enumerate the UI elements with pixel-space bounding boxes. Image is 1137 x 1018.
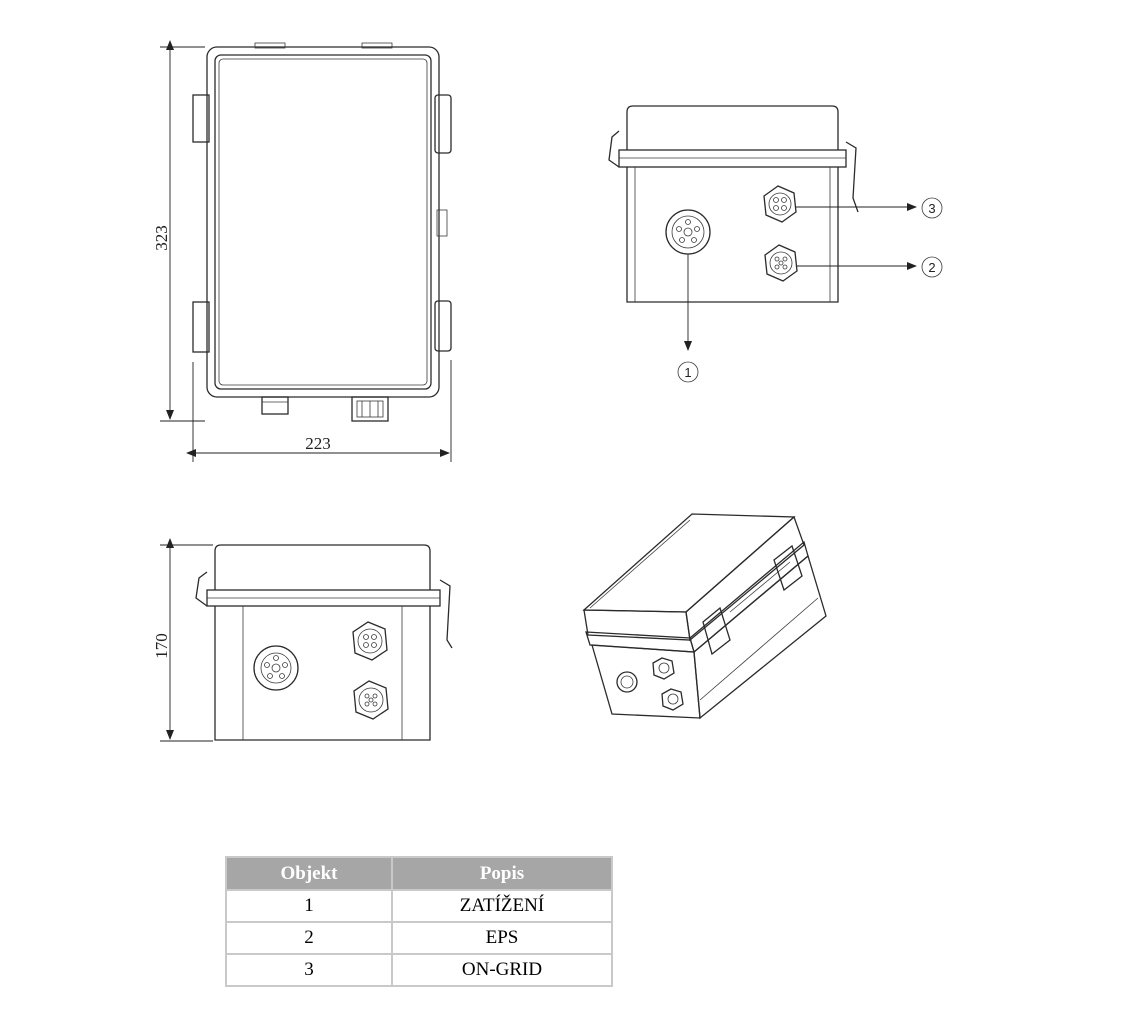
isometric-view (582, 513, 827, 720)
front-view (160, 40, 452, 462)
callout-3: 3 (928, 201, 935, 216)
row-2-popis: EPS (391, 921, 613, 955)
row-3-popis: ON-GRID (391, 953, 613, 987)
dim-width-front: 223 (305, 434, 331, 453)
row-1-popis: ZATÍŽENÍ (391, 889, 613, 923)
side-view-callout (608, 105, 943, 383)
header-objekt: Objekt (225, 856, 393, 891)
table-row: 2 EPS (225, 921, 613, 955)
row-2-objekt: 2 (225, 921, 393, 955)
callout-1: 1 (684, 365, 691, 380)
items-table: Objekt Popis 1 ZATÍŽENÍ 2 EPS 3 ON-GRID (225, 856, 613, 987)
table-header-row: Objekt Popis (225, 856, 613, 891)
table-row: 3 ON-GRID (225, 953, 613, 987)
dim-height-front: 323 (152, 225, 171, 251)
side-view-dimension (160, 538, 453, 742)
row-3-objekt: 3 (225, 953, 393, 987)
header-popis: Popis (391, 856, 613, 891)
table-row: 1 ZATÍŽENÍ (225, 889, 613, 923)
callout-2: 2 (928, 260, 935, 275)
row-1-objekt: 1 (225, 889, 393, 923)
dim-height-side: 170 (152, 633, 171, 659)
